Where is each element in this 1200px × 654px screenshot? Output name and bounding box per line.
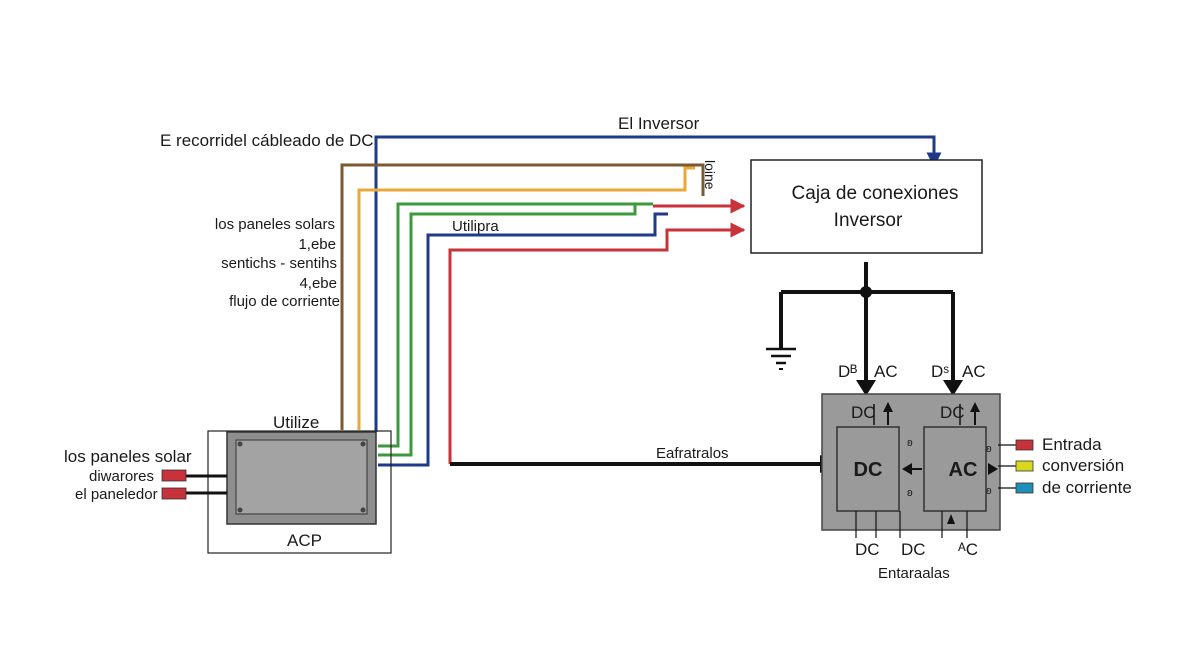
junction-box-line-1: Caja de conexiones bbox=[792, 183, 959, 204]
screw-4 bbox=[360, 507, 366, 513]
ac-to-dc-arrow bbox=[902, 463, 912, 475]
brown-wire bbox=[340, 163, 705, 430]
legend-swatch-teal bbox=[1015, 482, 1034, 494]
panel-connector-1 bbox=[161, 469, 187, 482]
dc-block bbox=[836, 426, 900, 512]
panels-solar-label: los paneles solar bbox=[64, 447, 192, 466]
entaraalas-label: Entaraalas bbox=[878, 565, 950, 582]
side-label-2: sentichs - sentihs bbox=[221, 255, 337, 272]
ground-icon bbox=[766, 347, 796, 370]
bottom-dc-2: DC bbox=[901, 540, 926, 559]
acp-panel bbox=[235, 439, 368, 515]
legend-label-2: conversión bbox=[1042, 456, 1124, 475]
legend-swatch-yellow bbox=[1015, 460, 1034, 472]
dc-top-left-label: DC bbox=[851, 403, 876, 422]
bottom-dc-1: DC bbox=[855, 540, 880, 559]
ac-big-label: AC bbox=[949, 459, 978, 481]
connector-mark-2: ʚ bbox=[907, 487, 913, 499]
screw-3 bbox=[237, 507, 243, 513]
ac-out-arrow bbox=[988, 463, 998, 475]
connector-mark-3: ʚ bbox=[986, 443, 992, 455]
bottom-up-arrow bbox=[947, 514, 955, 524]
legend-label-3: de corriente bbox=[1042, 478, 1132, 497]
dc-route-label: E recorridel cábleado de DC bbox=[160, 131, 374, 150]
d-right-label: Dˢ bbox=[931, 362, 949, 381]
connector-mark: ʚ bbox=[907, 437, 913, 449]
drop-right-arrow bbox=[943, 380, 963, 396]
side-label-4: flujo de corriente bbox=[229, 293, 340, 310]
side-label-3: 4,ebe bbox=[299, 275, 337, 292]
orange-wire bbox=[357, 166, 695, 430]
ac-block bbox=[923, 426, 987, 512]
ac-left-label: AC bbox=[874, 362, 898, 381]
legend-label-1: Entrada bbox=[1042, 435, 1102, 454]
blue-wire-inner bbox=[378, 212, 668, 467]
utilize-top-label: Utilipra bbox=[452, 218, 499, 235]
inverter-title: El Inversor bbox=[618, 114, 700, 133]
connector-mark-4: ʚ bbox=[986, 485, 992, 497]
ac-up-arrow bbox=[970, 402, 980, 412]
dc-up-arrow bbox=[883, 402, 893, 412]
junction-box-line-2: Inversor bbox=[834, 210, 903, 231]
green-wire-outer bbox=[378, 202, 653, 448]
green-wire-inner bbox=[378, 204, 637, 457]
screw-1 bbox=[237, 441, 243, 447]
acp-label: ACP bbox=[287, 531, 322, 550]
drop-left-arrow bbox=[856, 380, 876, 396]
panels-solars-label: los paneles solars bbox=[215, 216, 335, 233]
legend-swatch-red bbox=[1015, 439, 1034, 451]
vertical-tag: loine bbox=[702, 160, 718, 190]
screw-2 bbox=[360, 441, 366, 447]
dc-big-label: DC bbox=[854, 459, 883, 481]
utilize-box-label: Utilize bbox=[273, 413, 319, 432]
divarores-label: diwarores bbox=[89, 468, 154, 485]
eafratralos-label: Eafratralos bbox=[656, 445, 729, 462]
bottom-ac: ᴬC bbox=[957, 540, 978, 559]
panel-connector-2 bbox=[161, 487, 187, 500]
paneledor-label: el paneledor bbox=[75, 486, 158, 503]
dc-top-right-label: DC bbox=[940, 403, 965, 422]
ac-right-label: AC bbox=[962, 362, 986, 381]
blue-wire-outer bbox=[374, 135, 942, 432]
red-wire-lower bbox=[448, 222, 746, 464]
d-left-label: Dᴮ bbox=[838, 362, 857, 381]
side-label-1: 1,ebe bbox=[298, 236, 336, 253]
junction-box bbox=[750, 159, 983, 254]
